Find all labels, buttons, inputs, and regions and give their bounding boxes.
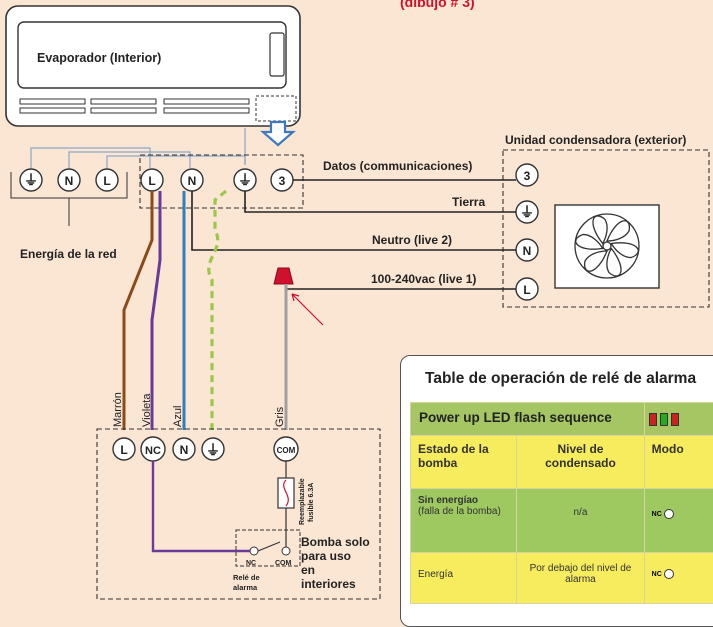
wire-label-blue: Azul — [172, 406, 184, 427]
mains-terminal-ground: ⏚ — [24, 172, 38, 188]
indoor-terminals: L N ⏚ 3 — [141, 169, 293, 191]
condenser-terminal-ground: ⏚ — [520, 204, 534, 220]
led-green-icon — [660, 413, 668, 426]
pump-terminals: L NC N ⏚ COM — [113, 437, 298, 461]
evaporator-label: Evaporador (Interior) — [37, 51, 161, 65]
wire-label-gray: Gris — [274, 406, 286, 427]
mains-terminals: ⏚ N L Energía de la red — [11, 169, 127, 261]
led-sequence-icons — [645, 403, 713, 435]
condenser-terminal-l: L — [523, 283, 530, 297]
col-pump-state: Estado de la bomba — [411, 436, 516, 476]
indoor-terminal-n: N — [188, 174, 197, 188]
fuse-label-2: fusible 6.3A — [308, 483, 315, 522]
relay-label-2: alarma — [233, 583, 258, 592]
mains-label: Energía de la red — [20, 247, 117, 261]
row-mode: NC — [652, 511, 662, 518]
relay-label-1: Relé de — [233, 573, 260, 582]
evaporator-unit: Evaporador (Interior) — [6, 6, 300, 126]
table-grid: Power up LED flash sequence Estado de la… — [410, 402, 713, 604]
relay-com-contact — [282, 547, 290, 555]
table-title: Table de operación de relé de alarma — [425, 370, 696, 388]
relay-nc-label: NC — [246, 560, 256, 567]
green-yellow-wire — [209, 191, 226, 430]
row-state-sub: (falla de la bomba) — [418, 506, 501, 517]
table-row: Sin energíao(falla de la bomba) n/a NC — [411, 489, 713, 553]
mains-terminal-l: L — [103, 174, 110, 188]
row-mode: NC — [652, 571, 662, 578]
pump-note-1: Bomba solo — [301, 535, 370, 549]
internal-wires — [31, 128, 245, 168]
pump-note-3: en — [301, 563, 315, 577]
mains-terminal-n: N — [65, 174, 74, 188]
row-state: Energía — [411, 553, 516, 586]
col-condensate-level: Nivel de condensado — [517, 436, 643, 476]
col-mode: Modo — [645, 436, 713, 462]
pump-terminal-nc: NC — [145, 445, 161, 457]
pump-note-2: para uso — [301, 549, 351, 563]
indoor-terminal-3: 3 — [279, 174, 286, 188]
drawing-caption: (dibujo # 3) — [400, 0, 475, 10]
row-level: Por debajo del nivel de alarma — [517, 553, 643, 591]
wire-nut-icon — [274, 268, 293, 284]
pump-terminal-n: N — [180, 443, 189, 457]
wire-label-violet: Violeta — [141, 393, 153, 427]
wire-label-neutral: Neutro (live 2) — [372, 233, 452, 247]
row-level: n/a — [517, 489, 643, 524]
relay-nc-contact — [250, 547, 258, 555]
table-row: Energía Por debajo del nivel de alarma N… — [411, 553, 713, 604]
led-sequence-label: Power up LED flash sequence — [411, 403, 644, 432]
wire-label-data: Datos (communicaciones) — [323, 159, 472, 173]
switch-contact-icon — [664, 509, 674, 519]
pump-terminal-ground: ⏚ — [206, 442, 220, 458]
condenser-terminal-3: 3 — [524, 169, 531, 183]
fan-icon — [574, 214, 640, 278]
indoor-terminal-l: L — [148, 174, 155, 188]
switch-contact-icon — [664, 569, 674, 579]
led-red-icon — [649, 413, 657, 426]
alarm-relay-table: Table de operación de relé de alarma Pow… — [400, 355, 713, 627]
condenser-title: Unidad condensadora (exterior) — [505, 133, 686, 147]
pointer-arrow-icon — [292, 294, 323, 325]
wire-label-brown: Marrón — [112, 392, 124, 427]
led-red-icon — [671, 413, 679, 426]
condenser-terminals: 3 ⏚ N L — [516, 164, 538, 300]
pump-terminal-l: L — [120, 443, 127, 457]
indoor-terminal-ground: ⏚ — [238, 172, 252, 188]
pump-note-4: interiores — [301, 577, 356, 591]
wire-label-ground: Tierra — [452, 195, 485, 209]
fuse-label-1: Reemplazable — [299, 478, 306, 525]
pump-terminal-com: COM — [277, 446, 296, 455]
row-state: Sin energíao — [418, 495, 478, 506]
wire-label-live: 100-240vac (live 1) — [371, 272, 476, 286]
relay-com-label: COM — [275, 560, 292, 567]
condenser-terminal-n: N — [523, 244, 532, 258]
